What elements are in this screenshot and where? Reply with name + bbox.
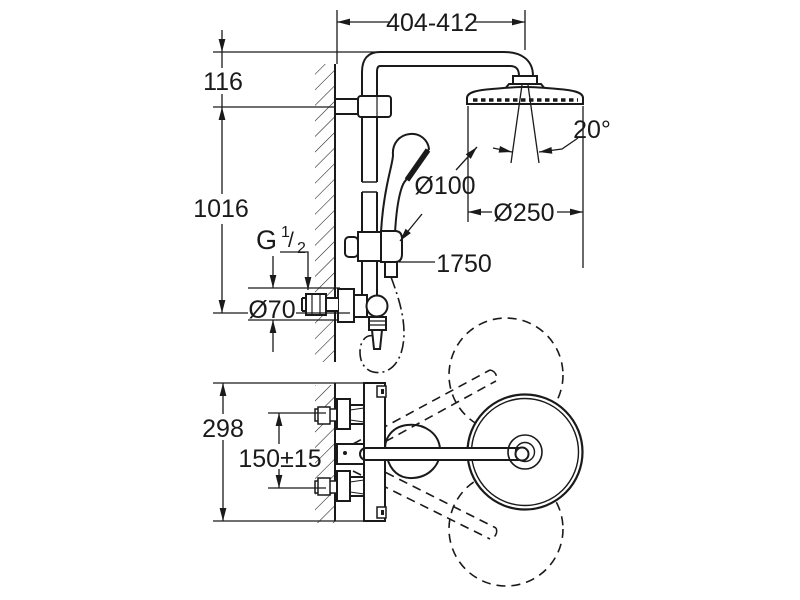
diverter-knob — [365, 294, 389, 318]
supply-hex-nut — [305, 293, 327, 316]
head-hub-outer — [507, 434, 543, 470]
thread-numerator: 1 — [281, 224, 290, 241]
shower-rail — [361, 116, 378, 296]
dim-arm-reach-label: 404-412 — [386, 9, 478, 37]
holder-cup — [380, 230, 403, 263]
inlet-nut-lower-facets — [349, 479, 365, 495]
plate-clip-upper-mark — [381, 389, 384, 394]
hose-connector-stub — [384, 261, 398, 278]
dim-hand-shower-dia-label: Ø100 — [414, 172, 475, 200]
inlet-hex-lower — [317, 477, 331, 496]
ball-joint — [512, 75, 538, 85]
hand-shower-face — [404, 148, 431, 182]
valve-body — [353, 294, 368, 318]
inlet-nut-upper-facets — [349, 407, 365, 423]
thread-denominator: 2 — [297, 240, 306, 257]
dim-head-dia-label: Ø250 — [493, 199, 554, 227]
hose-nut — [368, 316, 387, 331]
inlet-escutcheon-lower — [336, 470, 351, 502]
inlet-escutcheon-upper — [336, 398, 351, 430]
thread-leader — [280, 251, 312, 290]
hand-shower-body — [379, 132, 431, 235]
angle-arrow-left — [492, 145, 513, 153]
swivel-range-circle-lower — [448, 471, 564, 587]
rail-union-caps — [362, 181, 377, 193]
arm-pivot-block — [336, 443, 365, 465]
arm-pivot-dot — [343, 451, 347, 455]
thread-g: G — [256, 225, 277, 255]
swivel-angle-label: 20° — [573, 116, 611, 144]
holder-knob — [344, 236, 359, 258]
extension-lines — [213, 10, 584, 522]
wall-escutcheon — [337, 288, 355, 323]
hose-nut-ribs — [369, 320, 386, 326]
dim-wall-offset-label: 116 — [203, 68, 243, 96]
spray-angle-line-left — [510, 84, 523, 164]
angle-leader-right — [538, 137, 579, 154]
spray-angle-line-right — [527, 84, 540, 164]
swivel-arm-lower — [352, 458, 498, 540]
shower-arm-top-view — [359, 447, 519, 461]
dim-rail-height-label: 1016 — [193, 195, 249, 223]
shower-pipe-inner — [376, 65, 520, 97]
dim-inlet-spacing-label: 150±15 — [238, 445, 321, 473]
dimension-lines — [213, 10, 584, 522]
dim-100-upper — [455, 146, 478, 171]
supply-hex-facets — [311, 294, 321, 315]
holder-clamp — [357, 231, 382, 262]
plate-clip-lower-mark — [381, 510, 384, 515]
hose-outlet-taper — [370, 329, 384, 350]
dim-depth-label: 298 — [202, 415, 244, 443]
wall-hatching-front — [315, 64, 335, 362]
top-view — [314, 317, 584, 587]
inlet-hex-upper — [317, 406, 331, 425]
thread-size-label: G 1 / 2 — [256, 213, 306, 257]
shower-pipe-outer — [361, 51, 534, 97]
arm-end-cap — [514, 446, 530, 462]
dim-100-lower — [399, 213, 423, 242]
rail-bracket-collar — [357, 95, 392, 118]
swivel-arm-upper — [352, 369, 498, 457]
thread-slash: / — [288, 229, 294, 252]
shower-arm-fill — [366, 448, 519, 460]
hose-length-label: 1750 — [436, 250, 492, 278]
dim-escutcheon-dia-label: Ø70 — [248, 296, 295, 324]
swivel-range-circle-upper — [448, 317, 564, 433]
shower-hose — [359, 276, 405, 374]
dimension-labels: 404-412 116 1016 G 1 / 2 Ø70 Ø100 1750 Ø… — [193, 9, 611, 473]
